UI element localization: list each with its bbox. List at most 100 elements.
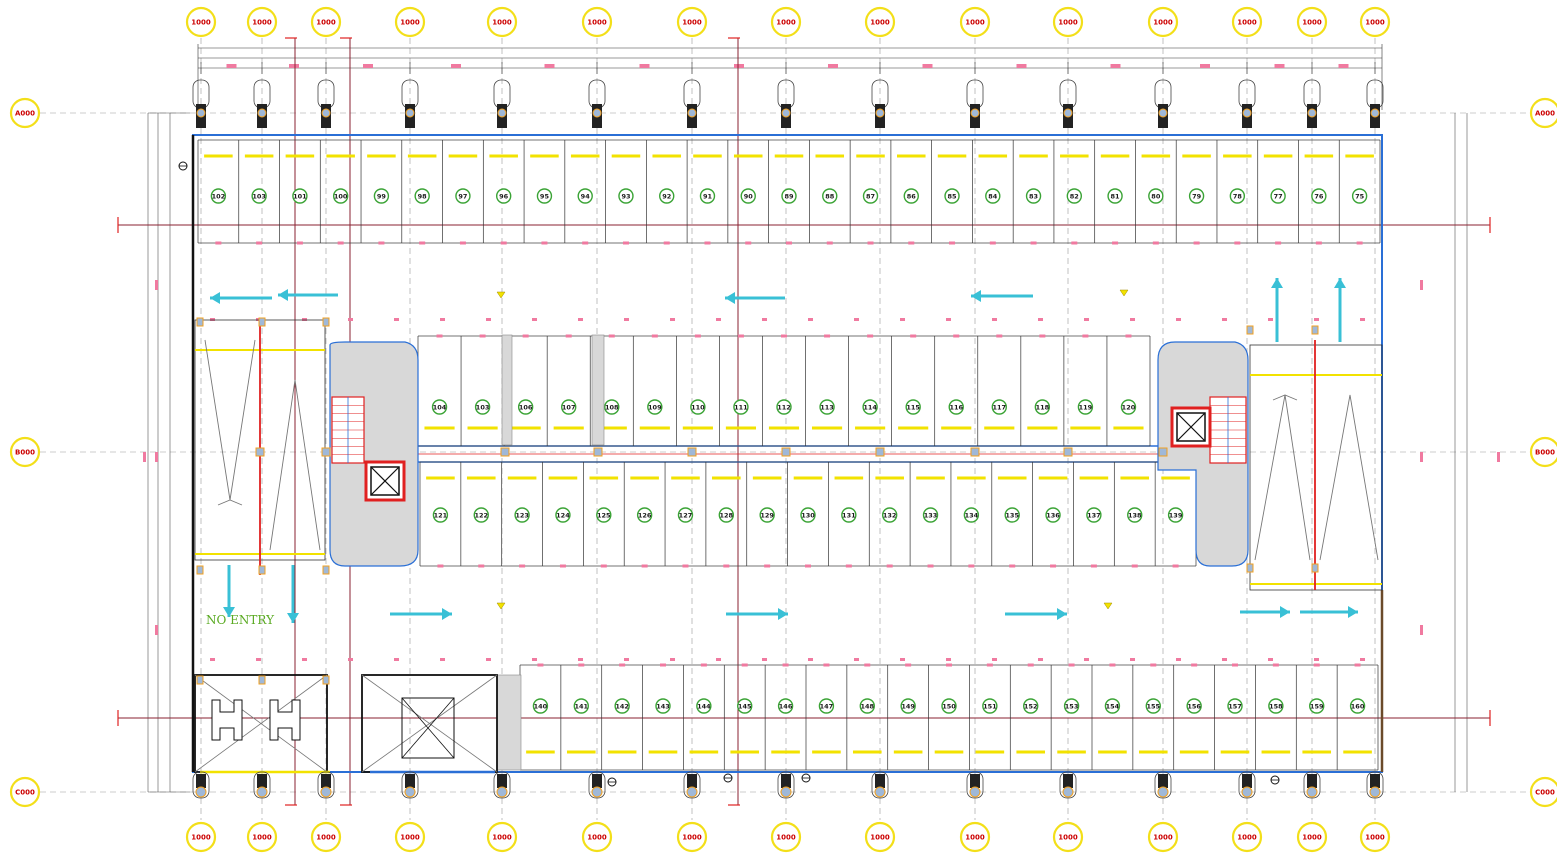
- flow-arrow-head: [287, 613, 299, 623]
- grid-bubble-top: [310, 6, 342, 38]
- stall-number-circle: [1309, 698, 1325, 714]
- stall-number-circle: [1229, 188, 1246, 204]
- stall-tick: [700, 663, 707, 667]
- stall-number: 141: [574, 702, 588, 710]
- column-marker: [780, 786, 792, 798]
- stall-tick: [953, 334, 960, 338]
- stall-number: 150: [942, 702, 956, 710]
- stall-tick: [704, 241, 711, 245]
- column-marker: [1246, 563, 1254, 573]
- grid-bubble-left: [9, 97, 41, 129]
- flow-arrow-head: [278, 289, 288, 301]
- stall-stripe: [1141, 154, 1171, 158]
- level-marker-icon: [496, 602, 506, 610]
- stall-number-circle: [647, 399, 663, 415]
- column-marker: [686, 786, 698, 798]
- grid-bubble-bottom: [185, 821, 217, 853]
- aisle-tick: [946, 658, 951, 661]
- stall-number: 103: [476, 403, 490, 411]
- grid-bubble-top: [1359, 6, 1391, 38]
- stall-tick: [559, 564, 566, 568]
- stall-stripe: [639, 426, 670, 430]
- grid-bubble-bottom-label: 1000: [870, 834, 890, 842]
- grid-bubble-bottom: [1147, 821, 1179, 853]
- aisle-tick: [1222, 658, 1227, 661]
- dimension-tick-mark: [1200, 64, 1210, 68]
- column: [1242, 774, 1252, 788]
- grid-bubble-bottom: [959, 821, 991, 853]
- dimension-tick-mark: [226, 64, 237, 68]
- stall-number-circle: [1004, 507, 1020, 523]
- column-marker: [1241, 786, 1253, 798]
- column: [405, 774, 415, 788]
- column-marker: [258, 317, 266, 327]
- stall-number: 99: [377, 192, 387, 200]
- stall-stripe: [975, 750, 1005, 754]
- stall-tick: [781, 334, 787, 338]
- flow-arrow-head: [725, 292, 735, 304]
- column-marker: [1062, 786, 1074, 798]
- aisle-tick: [486, 658, 491, 661]
- grid-bubble-bottom-label: 1000: [1058, 834, 1078, 842]
- stall-number: 156: [1187, 702, 1201, 710]
- column-marker: [875, 108, 885, 118]
- stall-number-circle: [473, 507, 489, 523]
- elevator-icon-x: [370, 466, 400, 496]
- stall-number-circle: [577, 188, 593, 204]
- aisle-tick: [670, 658, 675, 661]
- stall-number: 112: [777, 403, 791, 411]
- stall-number-circle: [596, 507, 612, 523]
- stall-tick: [256, 241, 263, 245]
- stall-number: 142: [615, 702, 629, 710]
- grid-bubble-top-label: 1000: [776, 19, 796, 27]
- stall-tick: [537, 663, 544, 667]
- column-marker: [593, 447, 603, 457]
- stall-number: 138: [1128, 511, 1142, 519]
- side-tick: [1420, 452, 1423, 462]
- stall-number-circle: [210, 188, 227, 204]
- stall-number-circle: [740, 188, 756, 204]
- aisle-tick: [1084, 318, 1089, 321]
- aisle-tick: [1130, 658, 1135, 661]
- stall-tick: [694, 334, 701, 338]
- stall-stripe: [1027, 426, 1058, 430]
- stall-number: 101: [293, 192, 307, 200]
- aisle-tick: [394, 318, 399, 321]
- stall-number-circle: [1268, 698, 1284, 714]
- elevator-icon-x: [1176, 412, 1206, 442]
- stall-number: 85: [948, 192, 958, 200]
- stall-number-circle: [818, 698, 835, 714]
- stall-number-circle: [776, 399, 792, 415]
- stall-tick: [600, 564, 607, 568]
- stall-stripe: [957, 476, 986, 480]
- ramp-arrow-icon: [269, 379, 321, 551]
- stall-number-circle: [1077, 399, 1094, 415]
- stall-tick: [459, 241, 466, 245]
- stall-stripe: [693, 154, 722, 158]
- stall-number: 158: [1269, 702, 1283, 710]
- aisle-tick: [1038, 658, 1043, 661]
- stall-stripe: [793, 476, 823, 480]
- stall-number-circle: [991, 399, 1007, 415]
- stall-number: 104: [433, 403, 447, 411]
- column-marker: [1307, 108, 1317, 118]
- column-marker: [405, 108, 415, 118]
- stall-tick: [608, 334, 615, 338]
- stall-number-circle: [677, 507, 694, 523]
- grid-bubble-right: [1529, 97, 1557, 129]
- stall-stripe: [937, 154, 967, 158]
- aisle-tick: [854, 658, 859, 661]
- grid-bubble-bottom: [676, 821, 708, 853]
- column-marker: [196, 317, 204, 327]
- grid-bubble-right: [1529, 776, 1557, 808]
- column-base: [253, 771, 271, 799]
- column-base: [966, 771, 984, 799]
- stall-number-circle: [517, 399, 534, 415]
- flow-arrow-head: [223, 607, 235, 617]
- stall-number-circle: [1107, 188, 1123, 204]
- grid-bubble-top-label: 1000: [1302, 19, 1322, 27]
- stall-number: 77: [1274, 192, 1283, 200]
- stall-stripe: [510, 426, 541, 430]
- stall-number: 136: [1046, 511, 1060, 519]
